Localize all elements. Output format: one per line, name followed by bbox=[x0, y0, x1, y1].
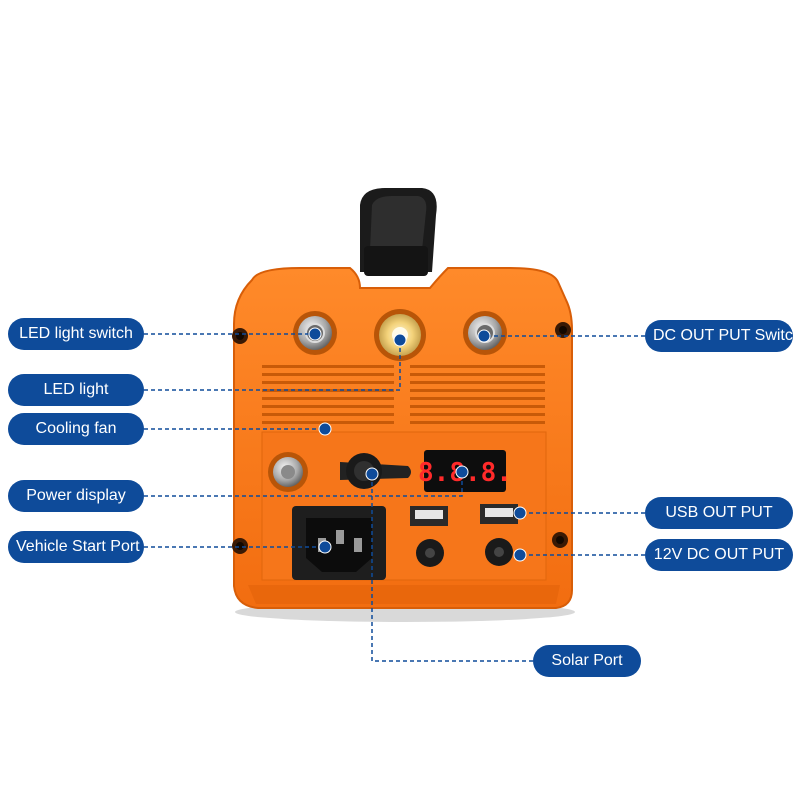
carry-handle bbox=[360, 188, 437, 276]
vent-slot bbox=[410, 421, 545, 424]
vent-slot bbox=[410, 365, 545, 368]
usb-port-right bbox=[480, 504, 518, 524]
callout-cooling-fan: Cooling fan bbox=[8, 413, 144, 445]
callout-12v-dc-output: 12V DC OUT PUT bbox=[645, 539, 793, 571]
vent-slot bbox=[262, 397, 394, 400]
dot-marker-icon bbox=[393, 333, 407, 347]
leader-solar bbox=[371, 474, 533, 662]
usb-port-left bbox=[410, 506, 448, 526]
callout-solar-port: Solar Port bbox=[533, 645, 641, 677]
callout-power-display: Power display bbox=[8, 480, 144, 512]
dot-marker-icon bbox=[477, 329, 491, 343]
callout-vehicle-start-port: Vehicle Start Port bbox=[8, 531, 144, 563]
vent-slot bbox=[410, 389, 545, 392]
vent-slot bbox=[262, 365, 394, 368]
vent-slot bbox=[262, 373, 394, 376]
dot-marker-icon bbox=[318, 540, 332, 554]
callout-led-light: LED light bbox=[8, 374, 144, 406]
dot-marker-icon bbox=[318, 422, 332, 436]
vent-slot bbox=[262, 421, 394, 424]
vent-slot bbox=[262, 413, 394, 416]
vent-slot bbox=[410, 373, 545, 376]
dot-marker-icon bbox=[513, 506, 527, 520]
vent-slot bbox=[410, 397, 545, 400]
dot-marker-icon bbox=[308, 327, 322, 341]
vent-slot bbox=[262, 405, 394, 408]
vent-slot bbox=[410, 381, 545, 384]
leader-led-light bbox=[144, 340, 401, 391]
dot-marker-icon bbox=[513, 548, 527, 562]
leader-power-display bbox=[144, 472, 463, 497]
vent-slot bbox=[262, 381, 394, 384]
callout-usb-output: USB OUT PUT bbox=[645, 497, 793, 529]
vent-slot bbox=[410, 405, 545, 408]
callout-led-light-switch: LED light switch bbox=[8, 318, 144, 350]
power-button bbox=[268, 452, 308, 492]
leader-lines bbox=[144, 327, 645, 662]
dot-marker-icon bbox=[365, 467, 379, 481]
dc-barrel-port-left bbox=[416, 539, 444, 567]
vent-slot bbox=[410, 413, 545, 416]
callout-dc-output-switch: DC OUT PUT Switch bbox=[645, 320, 800, 352]
dc-barrel-port-right bbox=[485, 538, 513, 566]
dot-marker-icon bbox=[455, 465, 469, 479]
